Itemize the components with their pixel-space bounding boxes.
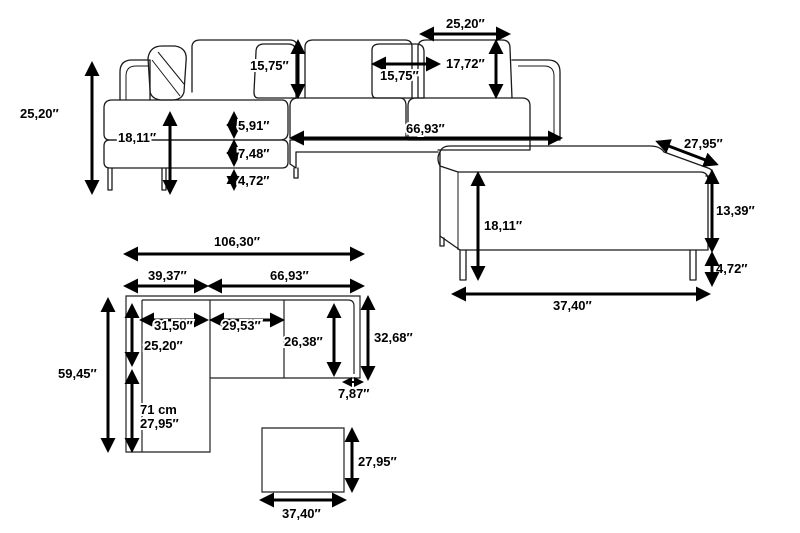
label-seat-thickness: 5,91″ bbox=[238, 118, 270, 133]
pillow-left bbox=[147, 45, 187, 101]
label-chaise-inner-width: 31,50″ bbox=[154, 318, 193, 333]
leg-center bbox=[161, 167, 167, 191]
label-total-height: 25,20″ bbox=[20, 106, 59, 121]
leg-left bbox=[107, 167, 113, 191]
plan-seat-divider bbox=[209, 300, 285, 378]
dimension-arrows bbox=[84, 26, 720, 508]
label-leg-height: 4,72″ bbox=[238, 173, 270, 188]
pillow-center-right bbox=[371, 43, 425, 99]
label-back-height: 17,72″ bbox=[446, 56, 485, 71]
label-ottoman-width: 37,40″ bbox=[553, 298, 592, 313]
label-chaise-width: 39,37″ bbox=[148, 268, 187, 283]
main-base bbox=[289, 139, 531, 169]
label-main-inner-depth: 26,38″ bbox=[284, 334, 323, 349]
label-chaise-seat-depth: 25,20″ bbox=[144, 338, 183, 353]
chaise-seat-cushion bbox=[103, 99, 289, 141]
label-main-width: 66,93″ bbox=[270, 268, 309, 283]
right-arm bbox=[511, 59, 561, 141]
label-main-inner-width: 29,53″ bbox=[222, 318, 261, 333]
label-seat-width: 66,93″ bbox=[406, 121, 445, 136]
label-plan-ottoman-depth: 27,95″ bbox=[358, 454, 397, 469]
arrow-ottoman-depth bbox=[655, 139, 719, 167]
plan-ottoman bbox=[261, 427, 345, 493]
left-arm bbox=[119, 59, 151, 101]
label-main-depth: 32,68″ bbox=[374, 330, 413, 345]
label-ottoman-depth: 27,95″ bbox=[684, 136, 723, 151]
label-chaise-ext-in: 27,95″ bbox=[140, 416, 179, 431]
seat-cushion-right bbox=[407, 97, 531, 141]
label-chaise-ext-cm: 71 cm bbox=[140, 402, 177, 417]
label-cushion-width: 25,20″ bbox=[446, 16, 485, 31]
label-ottoman-seat-height: 18,11″ bbox=[484, 218, 522, 233]
label-seat-height: 18,11″ bbox=[118, 130, 156, 145]
seat-cushion-middle bbox=[289, 97, 407, 139]
ottoman-leg-left bbox=[439, 235, 445, 247]
ottoman-leg-front-right bbox=[689, 249, 697, 281]
label-total-depth: 59,45″ bbox=[58, 366, 97, 381]
chaise-base bbox=[103, 139, 289, 169]
label-ottoman-body-height: 13,39″ bbox=[716, 203, 755, 218]
leg-right bbox=[293, 167, 299, 179]
ottoman-leg-front-left bbox=[459, 249, 467, 281]
dimension-labels: 25,20″ 15,75″ 15,75″ 17,72″ 25,20″ 18,11… bbox=[20, 16, 755, 521]
label-total-width: 106,30″ bbox=[214, 234, 260, 249]
label-back-cushion-height: 15,75″ bbox=[250, 58, 289, 73]
label-ottoman-leg-height: 4,72″ bbox=[716, 261, 748, 276]
label-pillow-width: 15,75″ bbox=[380, 68, 419, 83]
label-base-thickness: 7,48″ bbox=[238, 146, 270, 161]
label-plan-ottoman-width: 37,40″ bbox=[282, 506, 321, 521]
label-arm-width: 7,87″ bbox=[338, 386, 370, 401]
sofa-front-view bbox=[103, 39, 561, 191]
